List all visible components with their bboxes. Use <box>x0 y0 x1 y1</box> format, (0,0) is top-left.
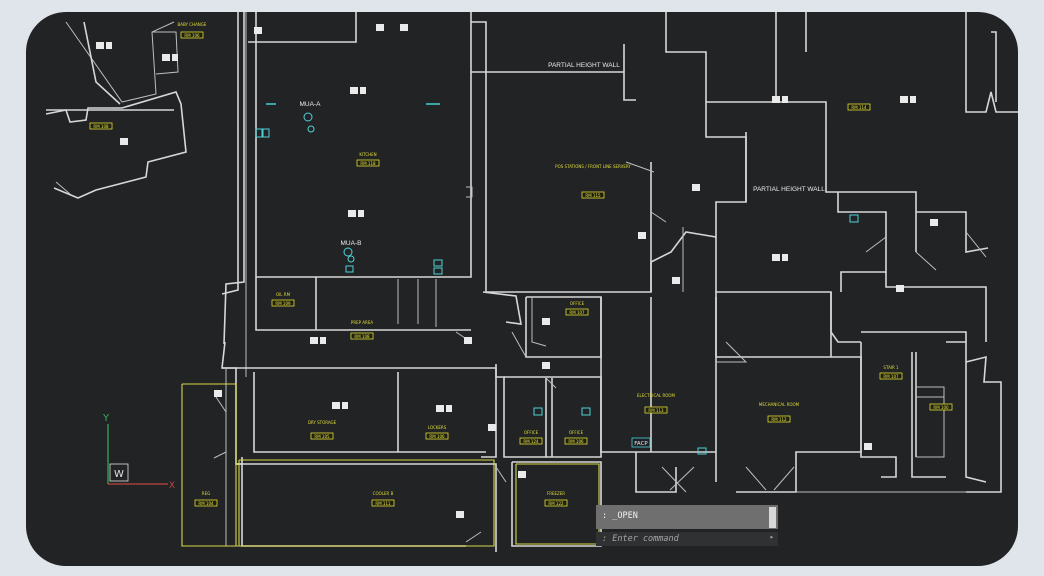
fixture-symbols <box>96 24 938 518</box>
drawing-canvas[interactable]: PARTIAL HEIGHT WALL PARTIAL HEIGHT WALL … <box>26 12 1018 566</box>
cyan-devices <box>255 103 859 455</box>
svg-text:RM 114: RM 114 <box>851 105 867 110</box>
floor-plan: PARTIAL HEIGHT WALL PARTIAL HEIGHT WALL … <box>45 12 1018 552</box>
svg-text:OFFICE: OFFICE <box>524 430 539 435</box>
ucs-icon: W Y X <box>102 413 175 491</box>
facp-panel: FACP <box>631 437 651 448</box>
command-input[interactable]: : Enter command ▸ <box>596 532 778 546</box>
command-history-text: : _OPEN <box>602 511 638 521</box>
command-prompt: : Enter command <box>602 534 679 544</box>
svg-text:FACP: FACP <box>634 441 648 447</box>
room-labels: BABY CHANGE RM 106 RM 108 KITCHEN RM 118… <box>89 22 953 507</box>
svg-text:LOCKERS: LOCKERS <box>428 425 447 430</box>
svg-text:PREP AREA: PREP AREA <box>351 320 373 325</box>
svg-text:COOLER B: COOLER B <box>373 491 394 496</box>
svg-text:RM 100: RM 100 <box>933 405 949 410</box>
label-mua-a: MUA-A <box>300 101 322 108</box>
svg-text:RM 106: RM 106 <box>429 434 445 439</box>
svg-text:RM 118: RM 118 <box>360 161 376 166</box>
svg-text:DRY STORAGE: DRY STORAGE <box>308 420 337 425</box>
svg-text:RM 111: RM 111 <box>375 501 391 506</box>
svg-text:OIL RM: OIL RM <box>276 292 291 297</box>
svg-text:MECHANICAL ROOM: MECHANICAL ROOM <box>759 402 800 407</box>
svg-text:REG: REG <box>202 491 210 496</box>
svg-text:RM 104: RM 104 <box>198 501 214 506</box>
svg-text:STAIR 1: STAIR 1 <box>883 365 899 370</box>
svg-text:RM 105: RM 105 <box>314 434 330 439</box>
svg-text:W: W <box>114 469 124 480</box>
svg-text:RM 108: RM 108 <box>354 334 370 339</box>
svg-text:X: X <box>169 481 175 491</box>
svg-text:BABY CHANGE: BABY CHANGE <box>178 22 207 27</box>
svg-text:POS STATIONS / FRONT LINE SERV: POS STATIONS / FRONT LINE SERVERY <box>555 164 631 169</box>
command-history: : _OPEN <box>596 505 778 529</box>
svg-text:RM 115: RM 115 <box>585 193 601 198</box>
command-options-icon[interactable]: ▸ <box>769 533 774 541</box>
svg-text:RM 107: RM 107 <box>883 374 899 379</box>
svg-text:RM 122: RM 122 <box>548 501 564 506</box>
svg-text:RM 113: RM 113 <box>648 408 664 413</box>
svg-text:RM 106: RM 106 <box>568 439 584 444</box>
svg-text:OFFICE: OFFICE <box>570 301 585 306</box>
label-mua-b: MUA-B <box>341 240 362 247</box>
svg-text:KITCHEN: KITCHEN <box>359 152 376 157</box>
svg-text:Y: Y <box>102 413 110 424</box>
note-partial-wall-1: PARTIAL HEIGHT WALL <box>548 62 620 69</box>
command-history-scrollbar[interactable] <box>769 507 776 528</box>
note-partial-wall-2: PARTIAL HEIGHT WALL <box>753 186 825 193</box>
svg-text:OFFICE: OFFICE <box>569 430 584 435</box>
wall-lines <box>45 12 1018 552</box>
svg-text:RM 106: RM 106 <box>184 33 200 38</box>
svg-text:RM 124: RM 124 <box>523 439 539 444</box>
svg-text:RM 107: RM 107 <box>569 310 585 315</box>
svg-text:RM 109: RM 109 <box>275 301 291 306</box>
svg-text:RM 108: RM 108 <box>93 124 109 129</box>
svg-text:ELECTRICAL ROOM: ELECTRICAL ROOM <box>637 393 676 398</box>
svg-text:FREEZER: FREEZER <box>547 491 565 496</box>
svg-text:RM 112: RM 112 <box>771 417 787 422</box>
